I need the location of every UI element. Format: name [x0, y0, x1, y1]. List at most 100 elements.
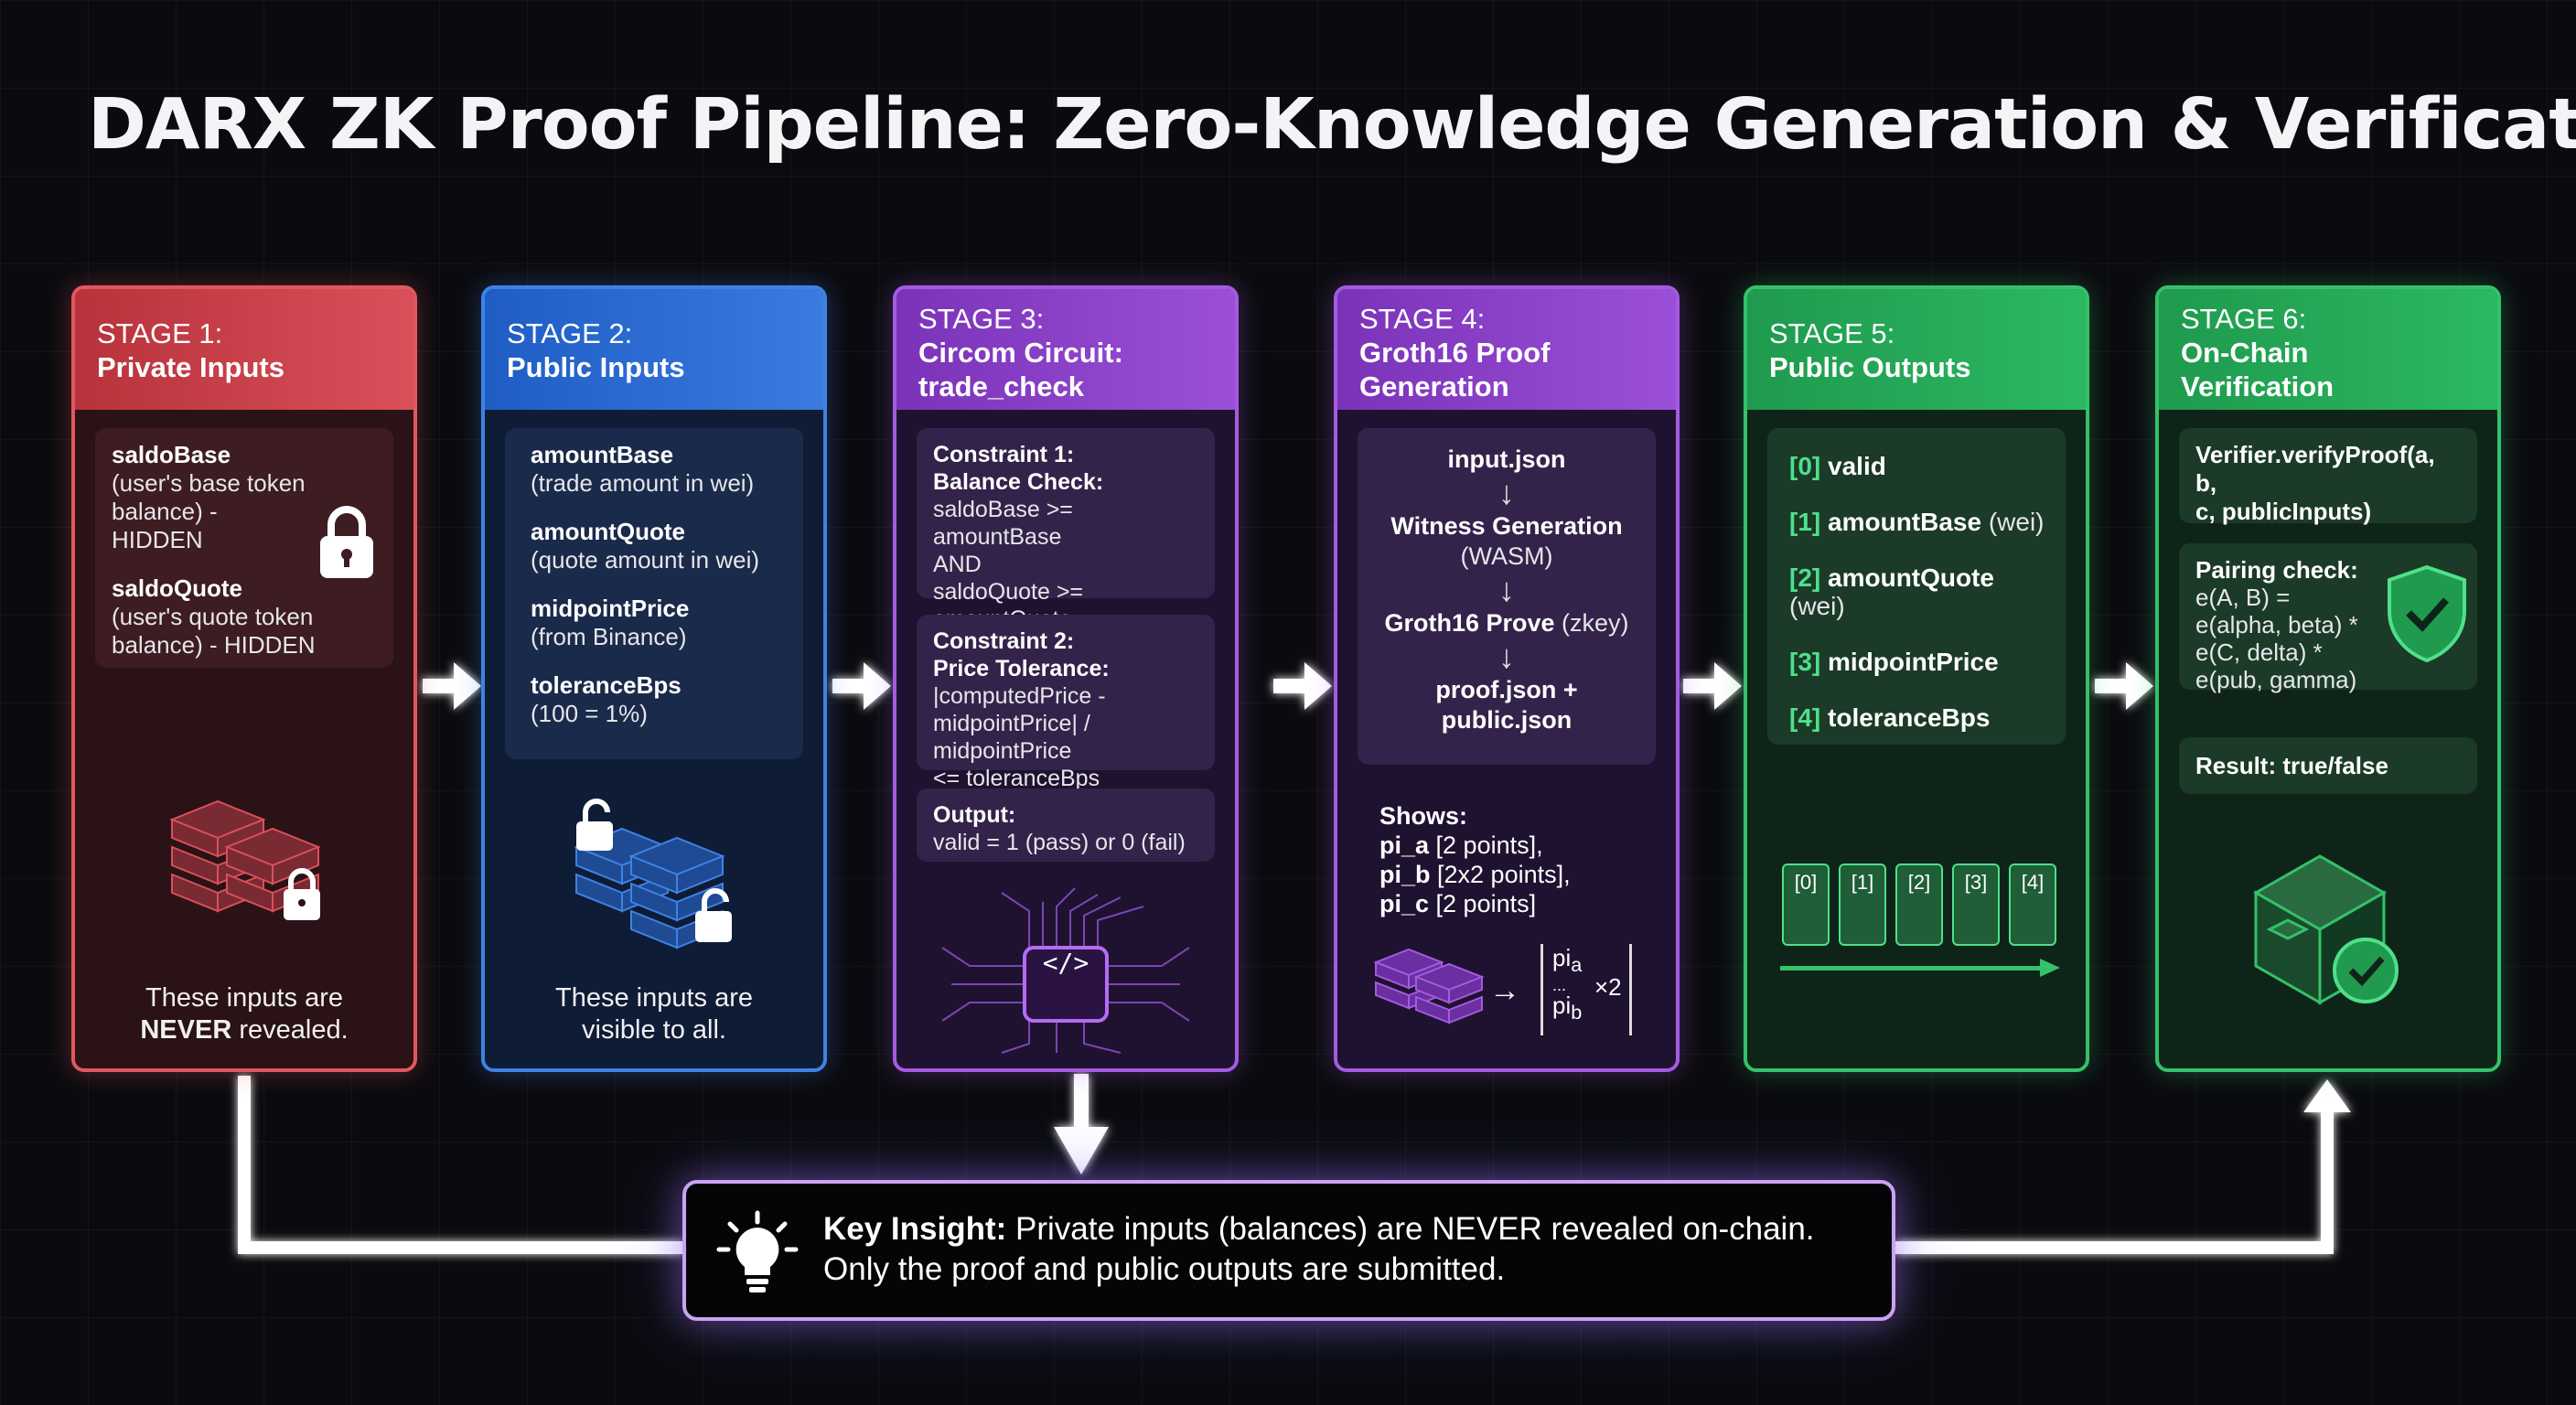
lock-icon: [320, 506, 373, 578]
pairing-line: e(alpha, beta) *: [2195, 611, 2358, 638]
flow-step: input.json: [1374, 445, 1639, 475]
stage-5-public-outputs: STAGE 5: Public Outputs [0] valid [1] am…: [1744, 285, 2089, 1072]
key-insight-box: Key Insight: Private inputs (balances) a…: [682, 1180, 1895, 1321]
public-outputs-box: [0] valid [1] amountBase (wei) [2] amoun…: [1767, 428, 2066, 745]
stage-number: STAGE 4:: [1359, 303, 1486, 335]
input-label: saldoBase: [112, 441, 231, 468]
arrow-stage3-to-4: [1273, 662, 1332, 710]
loop-line-left: [238, 1076, 682, 1254]
stage-header: STAGE 3: Circom Circuit: trade_check: [896, 289, 1235, 410]
stage-header: STAGE 2: Public Inputs: [485, 289, 823, 410]
output-index: [4]: [1789, 703, 1821, 732]
input-label: amountQuote: [531, 518, 685, 545]
matrix-sub: a: [1571, 953, 1583, 977]
verify-call-box: Verifier.verifyProof(a, b, c, publicInpu…: [2179, 428, 2477, 525]
constraint-line: midpointPrice| / midpointPrice: [933, 711, 1090, 764]
output-line: valid = 1 (pass) or 0 (fail): [933, 830, 1186, 855]
loop-line-right: [1895, 1110, 2334, 1254]
footer-line: These inputs are: [554, 983, 753, 1013]
stage-name: On-Chain: [2181, 337, 2309, 369]
input-desc: (from Binance): [531, 623, 687, 650]
pairing-title: Pairing check:: [2195, 556, 2358, 584]
input-label: midpointPrice: [531, 595, 690, 622]
stage-3-circom-circuit: STAGE 3: Circom Circuit: trade_check Con…: [893, 285, 1239, 1072]
stage-name: Groth16 Proof: [1359, 337, 1551, 369]
arrow-stage5-to-6: [2095, 662, 2153, 710]
flow-step-detail: (WASM): [1460, 542, 1553, 570]
output-index: [2]: [1789, 563, 1821, 592]
constraint-line: saldoBase >= amountBase: [933, 497, 1073, 550]
constraint-2-box: Constraint 2: Price Tolerance: |computed…: [917, 615, 1215, 791]
constraint-line: |computedPrice -: [933, 683, 1106, 709]
input-item: amountBase (trade amount in wei): [531, 441, 787, 498]
stage-2-public-inputs: STAGE 2: Public Inputs amountBase (trade…: [481, 285, 827, 1072]
stage-name: Private Inputs: [97, 351, 284, 383]
stage-number: STAGE 5:: [1769, 317, 1895, 349]
proof-matrix: pia ... pib ×2: [1540, 944, 1632, 1035]
input-item: saldoBase (user's base token balance) - …: [112, 441, 313, 554]
matrix-arrow: →: [1489, 973, 1520, 1008]
stage-footer: These inputs are visible to all.: [485, 982, 823, 1046]
pairing-line: e(C, delta) *: [2195, 638, 2323, 666]
matrix-bottom: pib: [1552, 992, 1629, 1026]
stage-number: STAGE 3:: [918, 303, 1045, 335]
stage-name: trade_check: [918, 370, 1084, 402]
stage-name: Verification: [2181, 370, 2334, 402]
stage3-down-arrow: [1054, 1127, 1109, 1174]
output-chip: [1]: [1839, 863, 1886, 946]
output-row: [1] amountBase (wei): [1789, 508, 2049, 536]
flow-arrow: ↓: [1498, 638, 1515, 675]
flow-step-label: Witness Generation: [1390, 512, 1623, 540]
insight-line2: Only the proof and public outputs are su…: [823, 1251, 1506, 1287]
constraint-1-box: Constraint 1: Balance Check: saldoBase >…: [917, 428, 1215, 632]
insight-strong: Key Insight:: [823, 1211, 1007, 1247]
output-index: [3]: [1789, 648, 1821, 676]
footer-line: These inputs are: [145, 983, 343, 1013]
output-title: Output:: [933, 802, 1016, 828]
input-item: midpointPrice (from Binance): [531, 595, 787, 651]
footer-strong: NEVER: [140, 1015, 232, 1045]
output-unit: (wei): [1981, 508, 2045, 536]
input-label: toleranceBps: [531, 671, 682, 699]
input-desc: (100 = 1%): [531, 700, 648, 727]
matrix-dots: ...: [1552, 976, 1567, 995]
circuit-chip-icon: [941, 887, 1190, 1054]
pairing-line: e(A, B) =: [2195, 584, 2291, 611]
shows-key: pi_b: [1379, 861, 1431, 888]
insight-line1: Private inputs (balances) are NEVER reve…: [1006, 1211, 1815, 1247]
input-desc: (user's base token balance) - HIDDEN: [112, 469, 306, 553]
flow-arrow: ↓: [1498, 474, 1515, 511]
constraint-subtitle: Balance Check:: [933, 469, 1104, 495]
output-row: [4] toleranceBps: [1789, 703, 2049, 732]
outputs-arrow-icon: [1780, 959, 2060, 977]
stage3-down-line: [1074, 1074, 1089, 1129]
stage-name: Circom Circuit:: [918, 337, 1123, 369]
shows-key: pi_c: [1379, 890, 1430, 917]
output-chip: [3]: [1952, 863, 2000, 946]
matrix-sym: pi: [1552, 992, 1572, 1020]
shows-item: pi_c [2 points]: [1379, 889, 1571, 918]
output-label: valid: [1828, 452, 1886, 480]
input-desc: (quote amount in wei): [531, 546, 760, 574]
stage-header: STAGE 4: Groth16 Proof Generation: [1337, 289, 1676, 410]
constraint-title: Constraint 1:: [933, 442, 1075, 467]
private-inputs-box: saldoBase (user's base token balance) - …: [95, 428, 393, 668]
stage-number: STAGE 6:: [2181, 303, 2307, 335]
pairing-line: e(pub, gamma): [2195, 666, 2357, 693]
proof-blocks-icon: [1373, 948, 1485, 1024]
output-index: [1]: [1789, 508, 1821, 536]
input-desc: (user's quote token balance) - HIDDEN: [112, 603, 316, 659]
constraint-subtitle: Price Tolerance:: [933, 656, 1110, 681]
input-label: amountBase: [531, 441, 674, 468]
shows-item: pi_b [2x2 points],: [1379, 860, 1571, 889]
flow-step: proof.json + public.json: [1374, 675, 1639, 735]
flow-step-label: proof.json + public.json: [1435, 676, 1578, 734]
stage-name: Public Outputs: [1769, 351, 1971, 383]
input-item: toleranceBps (100 = 1%): [531, 671, 787, 728]
matrix-sym: pi: [1552, 944, 1572, 971]
verify-line: Verifier.verifyProof(a, b,: [2195, 441, 2435, 497]
shield-check-icon: [2388, 564, 2466, 663]
insight-text: Key Insight: Private inputs (balances) a…: [823, 1209, 1864, 1290]
stage-6-onchain-verification: STAGE 6: On-Chain Verification Verifier.…: [2155, 285, 2501, 1072]
